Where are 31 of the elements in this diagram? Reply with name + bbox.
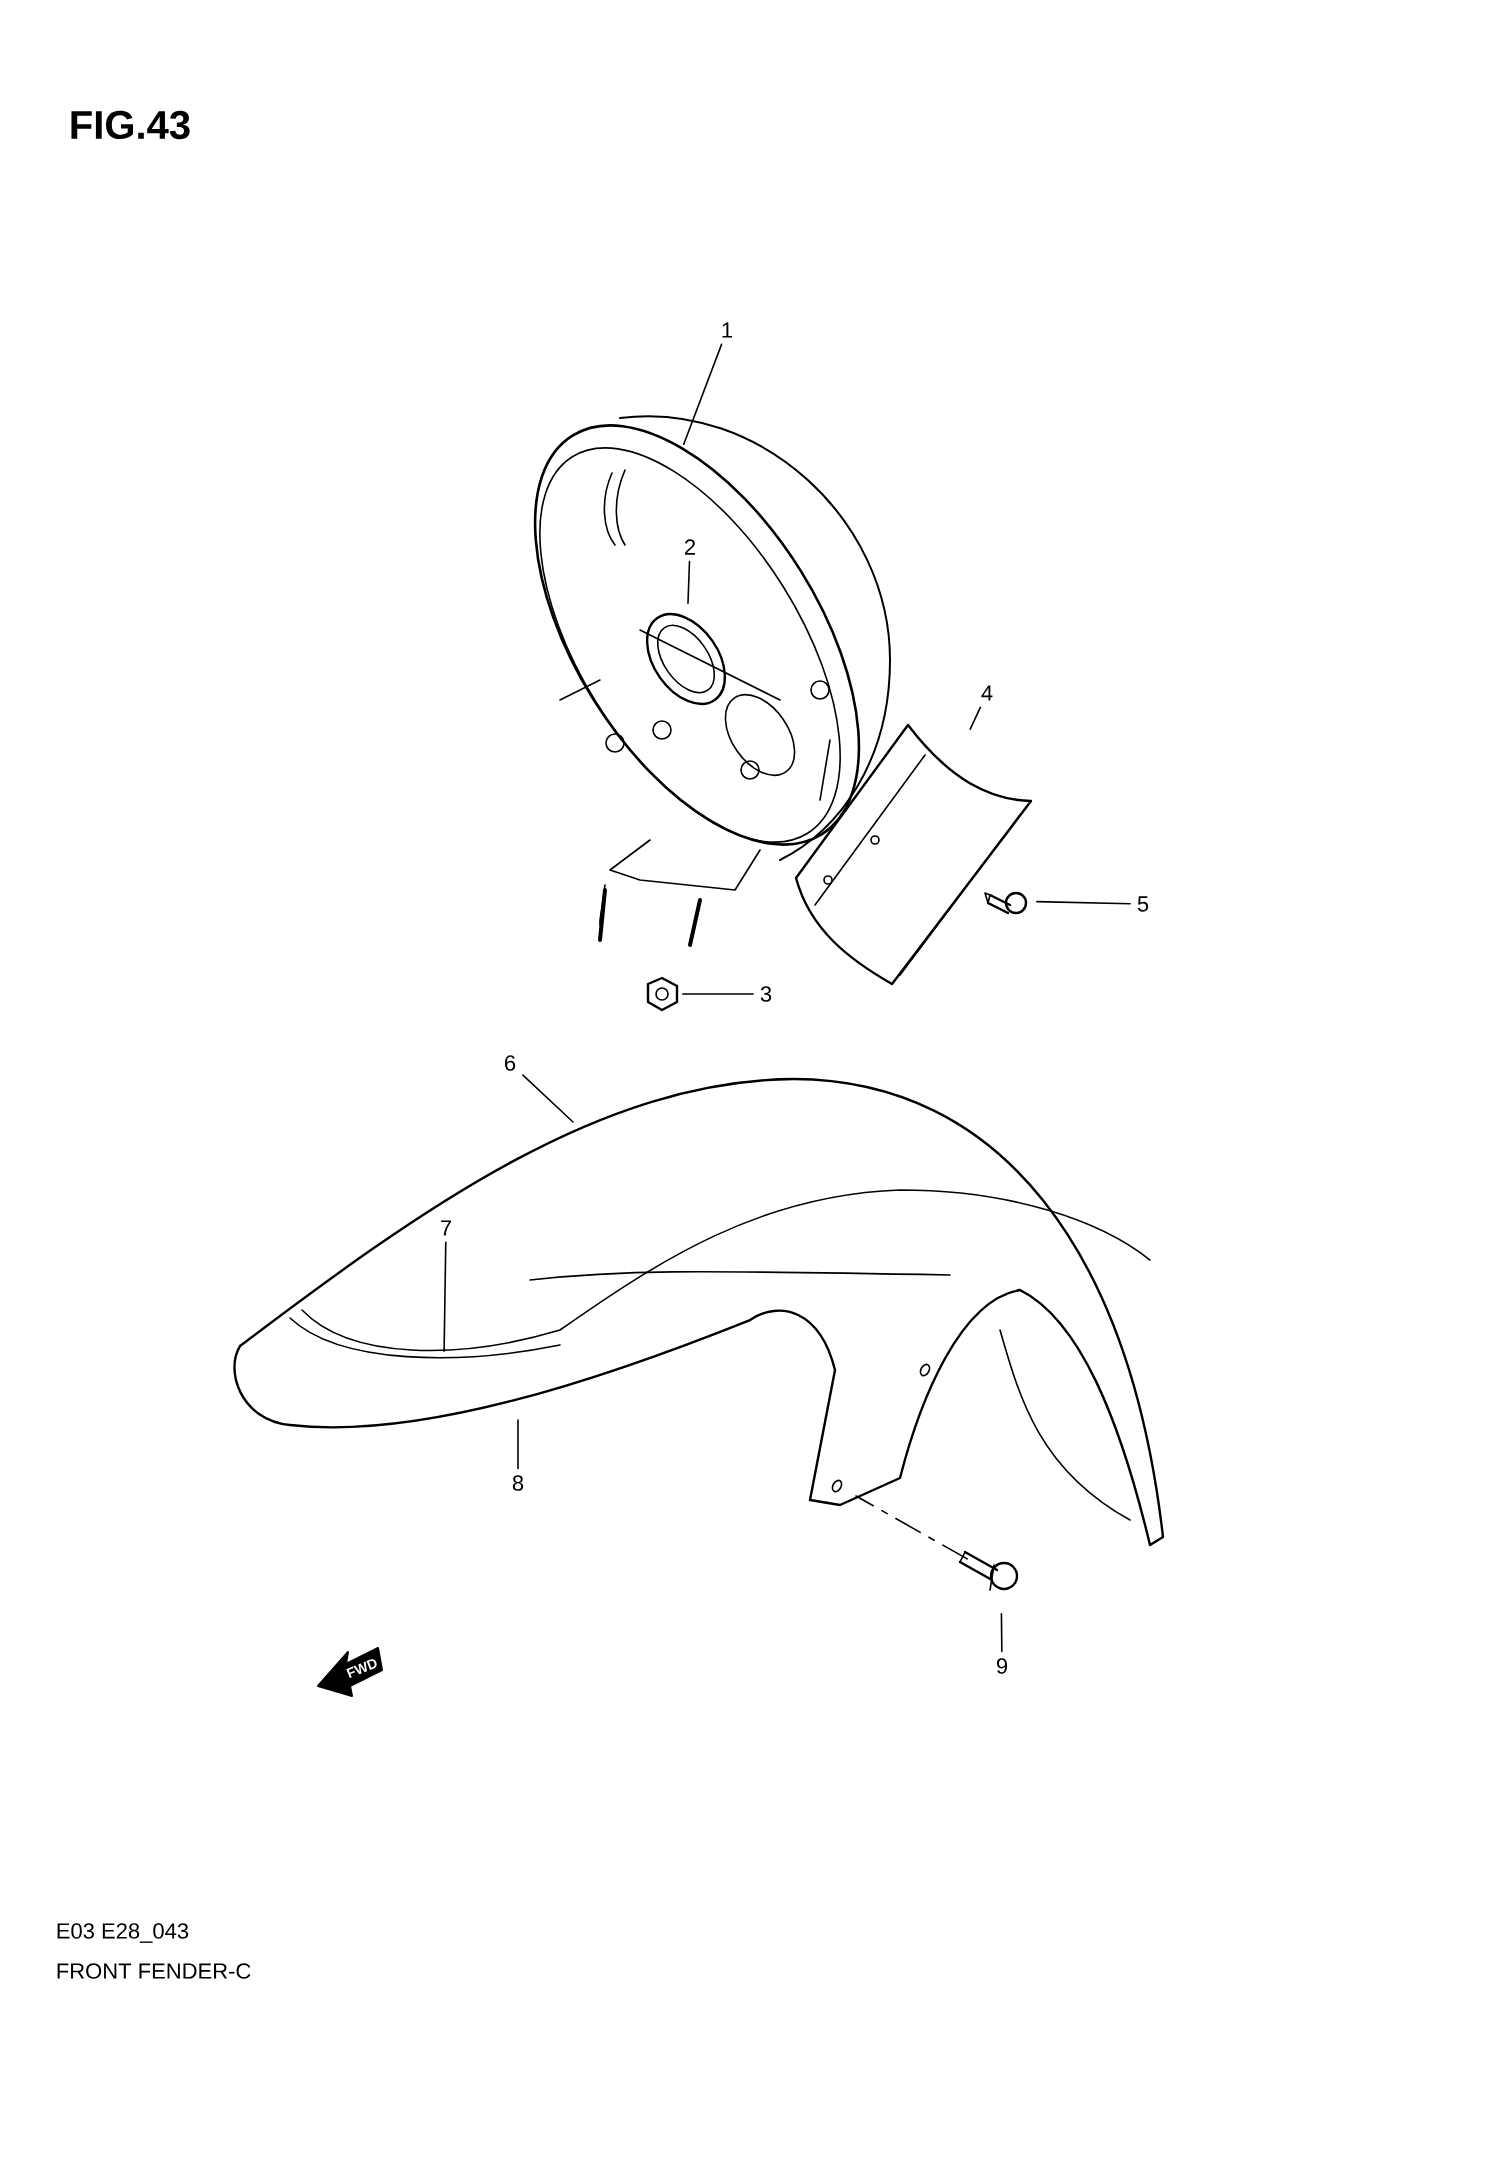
leader-line — [443, 1241, 447, 1352]
bolt-drawing — [958, 1550, 1019, 1591]
callout-number: 5 — [1137, 896, 1149, 912]
callout-number: 1 — [722, 322, 733, 338]
bolt-drawing — [984, 891, 1028, 915]
grommet-drawing — [646, 612, 727, 706]
leader-line — [687, 560, 691, 604]
callout-number: 3 — [760, 986, 772, 1002]
callout-number: 2 — [685, 539, 695, 555]
leader-line — [1000, 1613, 1003, 1653]
nut-drawing — [646, 976, 679, 1012]
leader-line — [682, 993, 754, 995]
leader-line — [969, 706, 982, 730]
alignment-line — [855, 1495, 968, 1560]
leader-line — [522, 1074, 574, 1123]
bracket-drawing — [794, 723, 1033, 986]
callout-number: 8 — [512, 1475, 524, 1491]
callout-number: 4 — [981, 685, 993, 701]
callout-number: 6 — [505, 1055, 516, 1071]
leader-line — [1036, 900, 1131, 905]
leader-line — [517, 1419, 519, 1470]
footer-text: E03 E28_043 — [57, 1923, 189, 1943]
leader-line — [682, 343, 723, 445]
callout-number: 9 — [996, 1658, 1008, 1674]
stripe-drawing — [289, 1317, 561, 1359]
footer-text: FRONT FENDER-C — [57, 1963, 251, 1979]
direction-label: FWD — [346, 1659, 377, 1679]
figure-title: FIG.43 — [71, 110, 190, 140]
front-fender-drawing — [233, 1077, 1165, 1547]
headlight-housing-drawing — [533, 415, 891, 947]
callout-number: 7 — [441, 1220, 451, 1236]
